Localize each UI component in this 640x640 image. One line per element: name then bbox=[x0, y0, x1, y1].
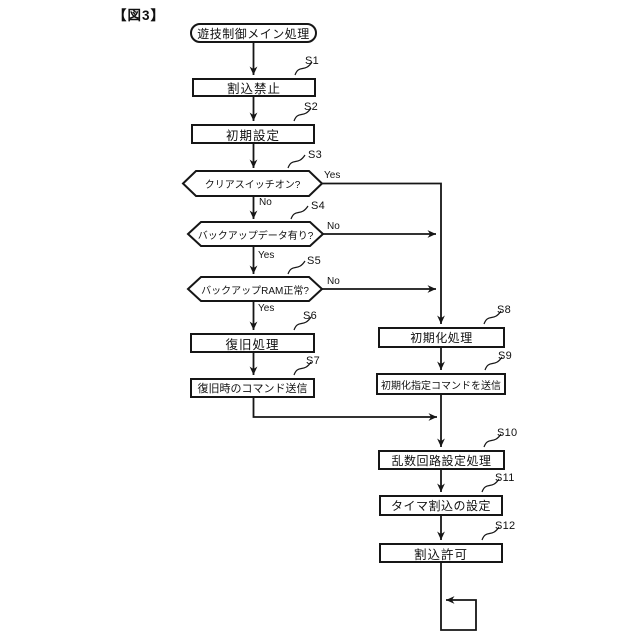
leader-s6 bbox=[293, 316, 312, 331]
step-tag-s3: S3 bbox=[308, 149, 323, 161]
step-tag-s9: S9 bbox=[498, 350, 513, 362]
hexagon-s4 bbox=[186, 221, 325, 247]
leader-lines bbox=[287, 61, 503, 541]
node-s12: 割込許可 bbox=[379, 543, 503, 563]
node-s1-label: 割込禁止 bbox=[226, 82, 281, 96]
step-tag-s5: S5 bbox=[307, 255, 322, 267]
leader-s11 bbox=[481, 478, 500, 493]
step-tag-s2: S2 bbox=[304, 101, 319, 113]
leader-s7 bbox=[293, 361, 312, 376]
leader-s12 bbox=[481, 526, 500, 541]
branch-label-s5-yes: Yes bbox=[258, 303, 275, 314]
step-tag-s6: S6 bbox=[303, 310, 318, 322]
branch-label-s4-no: No bbox=[327, 221, 340, 232]
node-s2-label: 初期設定 bbox=[225, 128, 280, 143]
node-s10: 乱数回路設定処理 bbox=[378, 450, 505, 470]
edge-s7-merge bbox=[252, 398, 437, 421]
leader-s8 bbox=[483, 310, 502, 325]
step-tag-s7: S7 bbox=[306, 355, 321, 367]
node-s11: タイマ割込の設定 bbox=[379, 495, 503, 516]
branch-label-s3-no: No bbox=[259, 197, 272, 208]
node-s6-label: 復旧処理 bbox=[225, 337, 280, 352]
node-s8-label: 初期化処理 bbox=[410, 331, 473, 345]
edge-s12-loop bbox=[440, 563, 477, 631]
node-s4-label: バックアップデータ有り? bbox=[197, 230, 314, 242]
node-s3-label: クリアスイッチオン? bbox=[204, 180, 301, 191]
leader-s9 bbox=[484, 356, 503, 371]
node-s7: 復旧時のコマンド送信 bbox=[190, 378, 315, 398]
node-s12-label: 割込許可 bbox=[413, 547, 468, 562]
leader-s5 bbox=[287, 260, 306, 275]
step-tag-s1: S1 bbox=[305, 55, 320, 67]
node-s4: バックアップデータ有り? bbox=[198, 222, 314, 246]
branch-label-s3-yes: Yes bbox=[324, 170, 341, 181]
step-tag-s4: S4 bbox=[311, 200, 326, 212]
node-s7-label: 復旧時のコマンド送信 bbox=[197, 383, 308, 395]
node-start: 遊技制御メイン処理 bbox=[190, 23, 317, 43]
step-tag-s10: S10 bbox=[497, 427, 518, 439]
hexagon-s5 bbox=[186, 276, 324, 302]
decision-shapes bbox=[181, 170, 325, 302]
leader-s2 bbox=[293, 107, 312, 122]
leader-s4 bbox=[290, 205, 309, 220]
step-tag-s12: S12 bbox=[495, 520, 516, 532]
edge-lines bbox=[249, 43, 477, 631]
node-s2: 初期設定 bbox=[191, 124, 315, 144]
leader-s10 bbox=[483, 433, 502, 448]
branch-label-s4-yes: Yes bbox=[258, 250, 275, 261]
node-s1: 割込禁止 bbox=[192, 78, 316, 97]
node-start-label: 遊技制御メイン処理 bbox=[197, 26, 310, 41]
branch-label-s5-no: No bbox=[327, 276, 340, 287]
node-s5: バックアップRAM正常? bbox=[201, 277, 309, 301]
node-s3: クリアスイッチオン? bbox=[196, 171, 309, 196]
node-s10-label: 乱数回路設定処理 bbox=[391, 453, 492, 468]
leader-s3 bbox=[287, 154, 306, 169]
leader-s1 bbox=[294, 61, 313, 76]
hexagon-s3 bbox=[181, 170, 324, 197]
edge-s3-s8-yes bbox=[322, 182, 445, 324]
node-s11-label: タイマ割込の設定 bbox=[390, 499, 491, 513]
node-s5-label: バックアップRAM正常? bbox=[201, 285, 309, 297]
step-tag-s11: S11 bbox=[495, 472, 515, 484]
step-tag-s8: S8 bbox=[497, 304, 512, 316]
figure-label: 【図3】 bbox=[113, 8, 166, 23]
node-s6: 復旧処理 bbox=[190, 333, 315, 353]
node-s8: 初期化処理 bbox=[378, 327, 505, 348]
node-s9-label: 初期化指定コマンドを送信 bbox=[381, 380, 501, 392]
node-s9: 初期化指定コマンドを送信 bbox=[376, 373, 506, 395]
